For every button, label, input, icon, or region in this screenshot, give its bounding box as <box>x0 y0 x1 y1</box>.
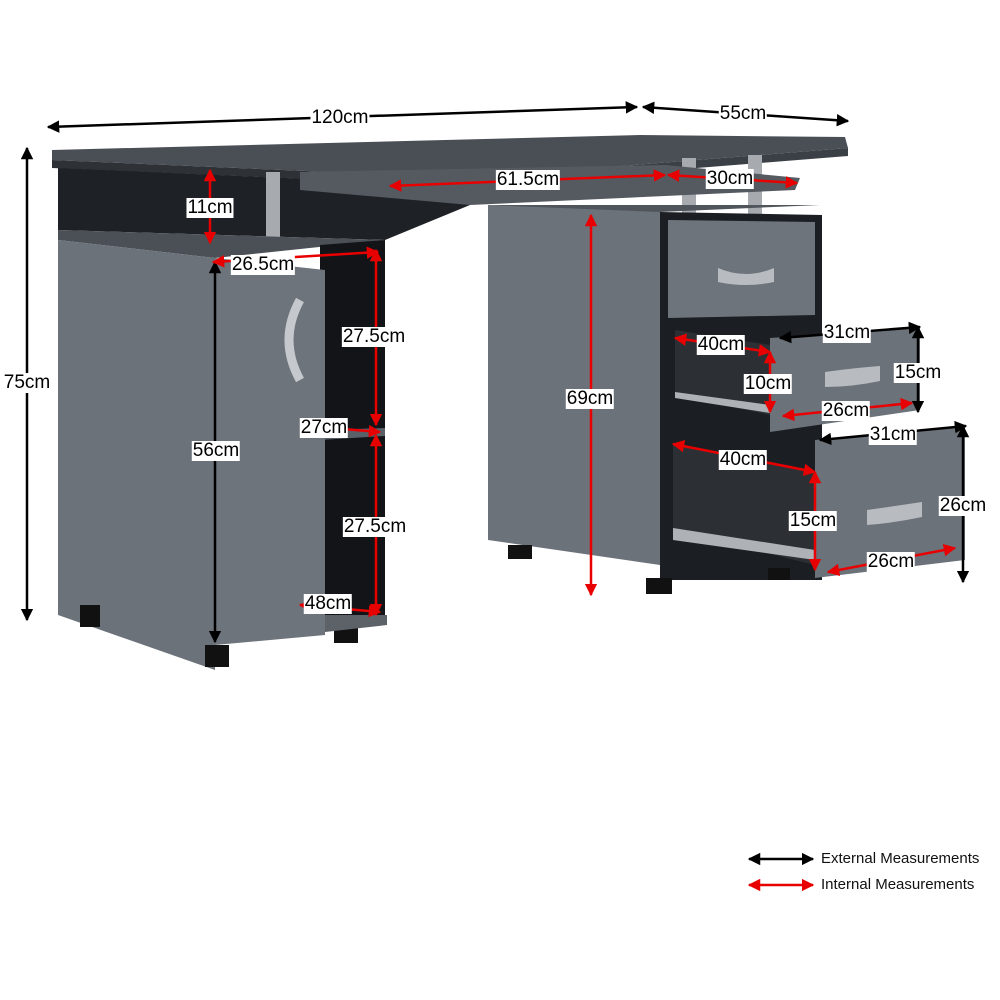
cabinet-width-label: 26.5cm <box>230 254 296 275</box>
cabinet-door <box>215 258 325 645</box>
overall-depth-label: 55cm <box>718 103 768 124</box>
pedestal-height-label: 69cm <box>565 388 615 409</box>
drawer1-depth-label: 40cm <box>696 334 746 355</box>
overall-width-label: 120cm <box>310 107 370 128</box>
legend-internal: Internal Measurements <box>745 876 974 893</box>
drawer2-depth-label: 40cm <box>718 449 768 470</box>
keyboard-depth-label: 30cm <box>705 168 755 189</box>
shelf-upper-label: 27.5cm <box>341 326 407 347</box>
drawer2-inner-width-label: 26cm <box>866 551 916 572</box>
drawer1-width-label: 31cm <box>822 322 872 343</box>
drawer1-height-label: 15cm <box>893 362 943 383</box>
drawer2-height-label: 26cm <box>938 495 988 516</box>
drawer2-inner-height-label: 15cm <box>788 510 838 531</box>
overall-height-label: 75cm <box>2 372 52 393</box>
legend-external-label: External Measurements <box>821 850 980 867</box>
drawer-handle <box>718 268 774 285</box>
door-handle <box>284 297 304 383</box>
black-double-arrow-icon <box>747 852 815 865</box>
legend-external: External Measurements <box>745 850 979 867</box>
cabinet-depth-label: 48cm <box>303 593 353 614</box>
red-double-arrow-icon <box>747 878 815 891</box>
keyboard-width-label: 61.5cm <box>495 169 561 190</box>
legend-internal-label: Internal Measurements <box>821 876 975 893</box>
shelf-gap-label: 11cm <box>186 197 234 218</box>
drawer1-inner-width-label: 26cm <box>821 400 871 421</box>
right-pedestal <box>488 205 965 594</box>
shelf-depth-label: 27cm <box>299 417 349 438</box>
door-height-label: 56cm <box>191 440 241 461</box>
top-drawer <box>668 220 815 318</box>
drawer2-width-label: 31cm <box>868 424 918 445</box>
shelf-lower-label: 27.5cm <box>342 516 408 537</box>
bottom-drawer <box>815 426 965 578</box>
drawer1-inner-height-label: 10cm <box>743 373 793 394</box>
